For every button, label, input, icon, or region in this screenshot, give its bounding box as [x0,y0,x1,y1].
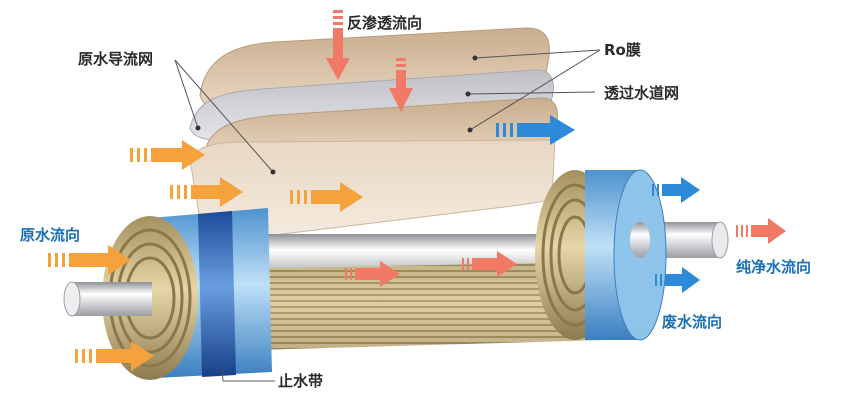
leader-ro-1 [474,49,601,59]
pure-water-outlet-arrow [736,218,786,244]
leader-lines [174,49,601,382]
label-ro-membrane: Ro膜 [604,41,641,59]
label-reverse-osmosis-direction: 反渗透流向 [347,14,423,32]
waste-water-arrow-bottom [655,267,700,293]
water-seal-band [198,211,236,377]
label-raw-water-guide-mesh: 原水导流网 [78,50,154,68]
permeate-out-arrow-top [496,115,575,145]
leader-ro-2 [469,49,601,131]
label-permeate-channel-mesh: 透过水道网 [604,84,680,102]
reverse-osmosis-arrow-top [326,10,350,80]
leader-dots [195,55,478,175]
membrane-sheets [189,27,558,240]
leader-guide-mesh-1 [174,59,199,129]
leader-permeate [467,91,596,95]
raw-water-arrow-1 [130,140,205,170]
flow-arrows [48,10,786,371]
raw-water-inlet-arrow-1 [48,245,131,275]
raw-water-inlet-arrow-2 [75,341,154,371]
label-raw-water-direction: 原水流向 [20,226,81,244]
label-waste-water-direction: 废水流向 [662,313,723,331]
label-water-seal-band: 止水带 [278,372,324,390]
membrane-module [63,169,729,380]
reverse-osmosis-arrow-bottom [389,58,413,112]
raw-water-arrow-3 [290,182,363,212]
permeate-arrow-1 [345,261,400,287]
leader-guide-mesh-2 [174,59,274,173]
waste-water-arrow-top [652,177,700,203]
permeate-arrow-2 [462,251,517,277]
raw-water-arrow-2 [170,177,243,207]
leader-seal-band-vert [221,369,224,382]
label-pure-water-direction: 纯净水流向 [736,258,812,276]
product-tube-left [72,282,152,316]
